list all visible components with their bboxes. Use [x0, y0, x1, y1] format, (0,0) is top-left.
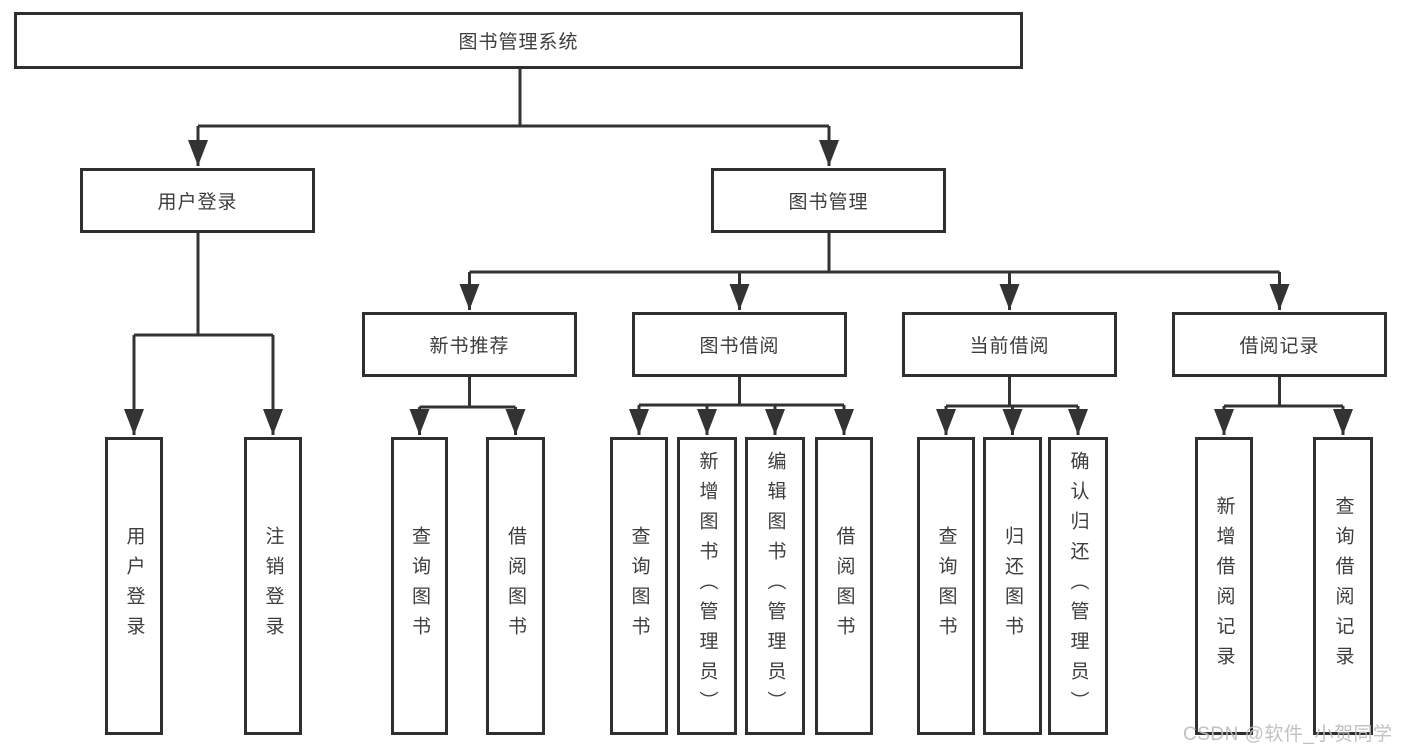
leaf-br-query-record: 查询借阅记录	[1313, 437, 1373, 735]
leaf-nbr-borrow-books: 借阅图书	[486, 437, 545, 735]
leaf-br-query-record-label: 查询借阅记录	[1332, 496, 1354, 676]
node-book-management-label: 图书管理	[788, 192, 869, 213]
leaf-cb-confirm-return-admin-label: 确认归还（管理员）	[1067, 451, 1089, 721]
leaf-bb-add-books-admin-label: 新增图书（管理员）	[696, 451, 718, 721]
leaf-cb-return-books-label: 归还图书	[1002, 526, 1023, 646]
leaf-nbr-query-books-label: 查询图书	[409, 526, 430, 646]
node-borrowing-records-label: 借阅记录	[1239, 336, 1320, 357]
node-new-book-recommend-label: 新书推荐	[429, 336, 510, 357]
leaf-bb-query-books: 查询图书	[610, 437, 668, 735]
leaf-bb-edit-books-admin: 编辑图书（管理员）	[745, 437, 805, 735]
node-book-borrowing-label: 图书借阅	[699, 336, 780, 357]
leaf-br-add-record-label: 新增借阅记录	[1213, 496, 1235, 676]
leaf-nbr-borrow-books-label: 借阅图书	[505, 526, 526, 646]
leaf-logout-label: 注销登录	[262, 526, 284, 646]
node-library-system-label: 图书管理系统	[458, 32, 579, 53]
leaf-bb-query-books-label: 查询图书	[628, 526, 650, 646]
connector-new-book-recommend-children	[419, 377, 516, 409]
leaf-cb-return-books: 归还图书	[983, 437, 1042, 735]
connector-root-to-level2	[198, 69, 829, 128]
connector-current-borrowing-children	[946, 377, 1078, 408]
node-user-login: 用户登录	[80, 168, 315, 233]
leaf-bb-borrow-books-label: 借阅图书	[833, 526, 855, 646]
connector-book-borrowing-children	[639, 377, 844, 407]
leaf-bb-edit-books-admin-label: 编辑图书（管理员）	[764, 451, 786, 721]
connector-user-login-children	[134, 233, 273, 337]
node-user-login-label: 用户登录	[157, 192, 238, 213]
connector-book-mgmt-to-level3	[469, 233, 1280, 274]
leaf-br-add-record: 新增借阅记录	[1195, 437, 1253, 735]
leaf-cb-confirm-return-admin: 确认归还（管理员）	[1048, 437, 1108, 735]
node-current-borrowing-label: 当前借阅	[969, 336, 1050, 357]
connector-borrowing-records-children	[1224, 377, 1343, 408]
leaf-nbr-query-books: 查询图书	[391, 437, 448, 735]
leaf-user-login: 用户登录	[105, 437, 163, 735]
node-library-system: 图书管理系统	[14, 12, 1023, 69]
leaf-user-login-label: 用户登录	[123, 526, 145, 646]
node-borrowing-records: 借阅记录	[1172, 312, 1387, 377]
leaf-cb-query-books-label: 查询图书	[935, 526, 957, 646]
node-new-book-recommend: 新书推荐	[362, 312, 577, 377]
leaf-bb-add-books-admin: 新增图书（管理员）	[677, 437, 737, 735]
csdn-watermark: CSDN @软件_小贺同学	[1183, 724, 1393, 745]
leaf-bb-borrow-books: 借阅图书	[815, 437, 873, 735]
leaf-logout: 注销登录	[244, 437, 302, 735]
node-book-borrowing: 图书借阅	[632, 312, 847, 377]
leaf-cb-query-books: 查询图书	[917, 437, 975, 735]
node-current-borrowing: 当前借阅	[902, 312, 1117, 377]
node-book-management: 图书管理	[711, 168, 946, 233]
